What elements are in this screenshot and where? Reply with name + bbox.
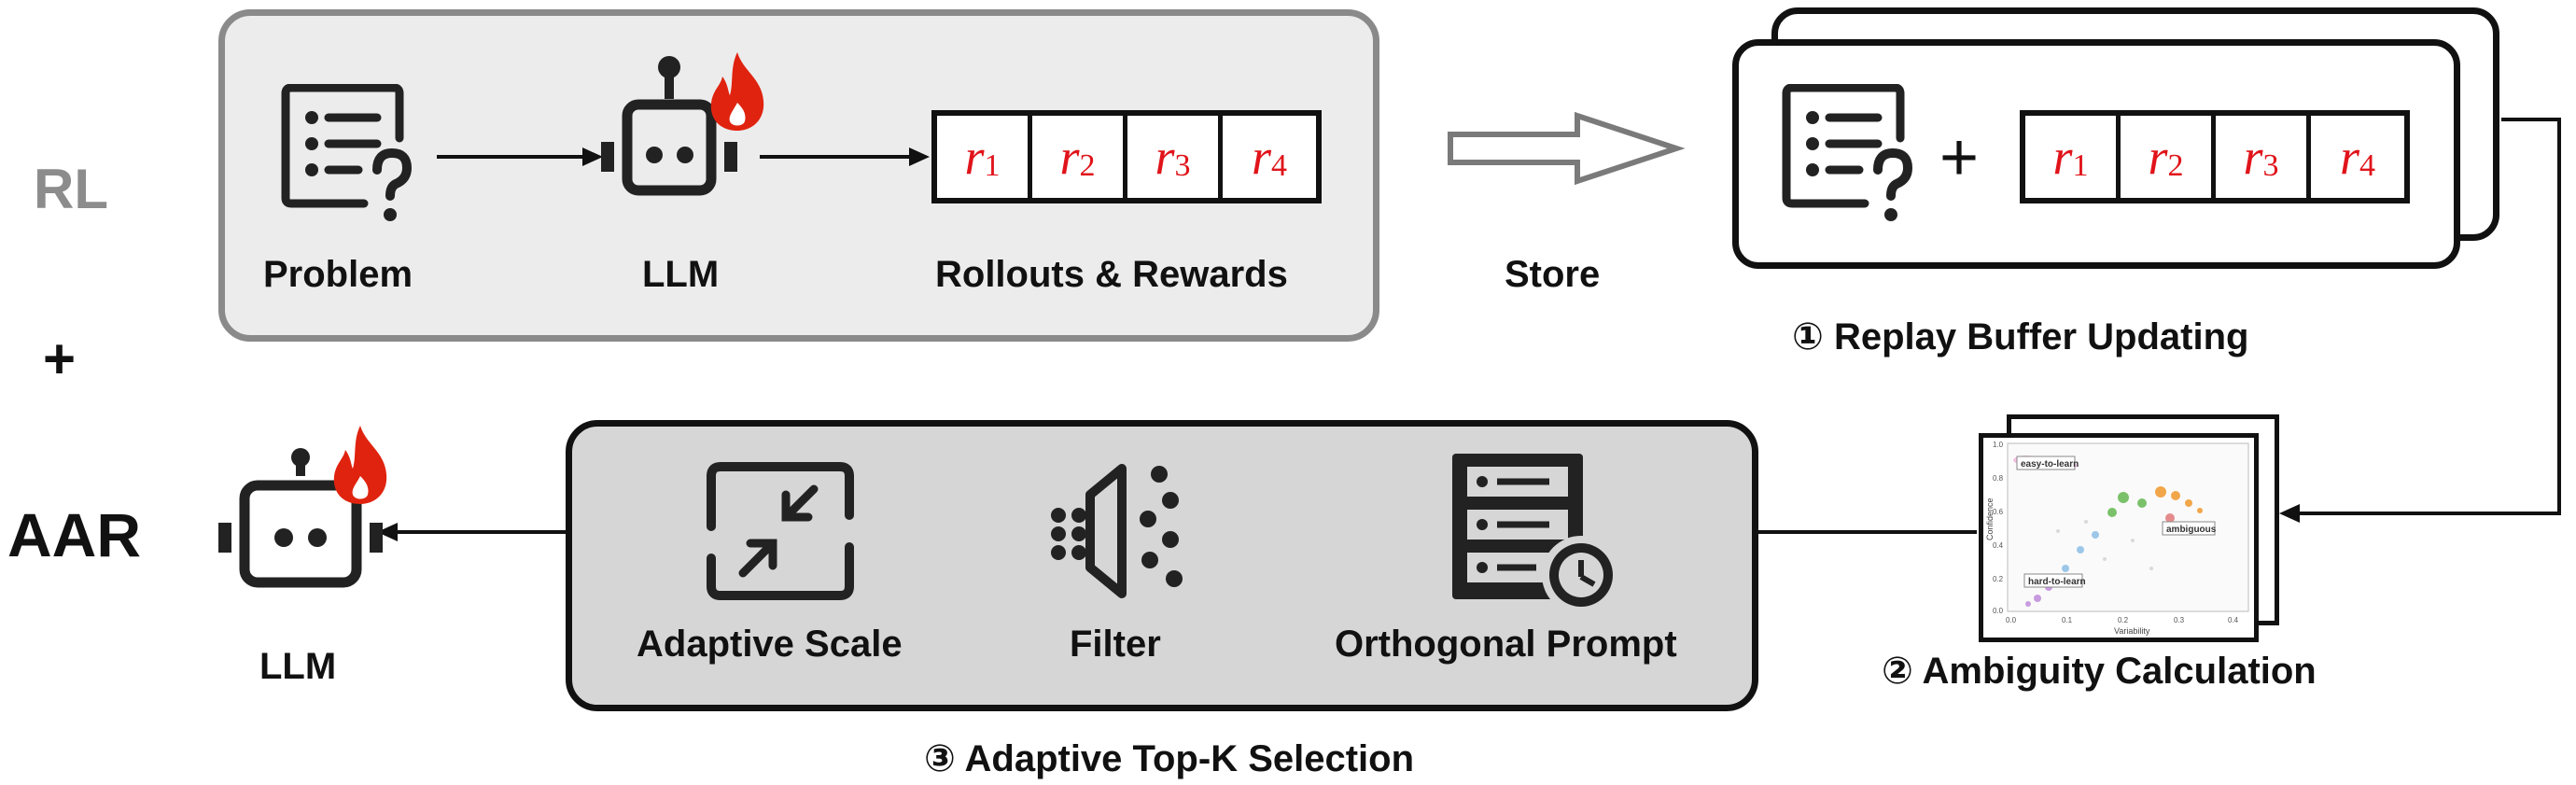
mini-plot-xtick: 0.2 xyxy=(2118,616,2129,624)
rl-label: RL xyxy=(34,158,108,220)
flame-icon xyxy=(710,52,764,131)
llm-robot-icon xyxy=(601,56,737,196)
problem-icon xyxy=(281,84,413,221)
adaptive-scale-icon xyxy=(707,462,854,600)
region-label-ambiguous: ambiguous xyxy=(2166,525,2217,535)
mini-plot-xlabel: Variability xyxy=(2114,626,2150,636)
ambiguity-step-label: ② Ambiguity Calculation xyxy=(1882,651,2317,692)
region-label-hard: hard-to-learn xyxy=(2028,577,2086,587)
orthogonal-prompt-icon xyxy=(1452,454,1620,614)
store-label: Store xyxy=(1505,254,1601,295)
mini-plot-ytick: 0.8 xyxy=(1993,474,2004,483)
output-llm-robot-icon xyxy=(218,448,383,588)
rollouts-label: Rollouts & Rewards xyxy=(935,254,1288,295)
mini-plot-ytick: 0.0 xyxy=(1993,607,2004,615)
adaptive-scale-label: Adaptive Scale xyxy=(637,624,903,665)
problem-label: Problem xyxy=(263,254,413,295)
ambiguity-mini-plot: easy-to-learn ambiguous hard-to-learn Co… xyxy=(1985,441,2249,636)
aar-label: AAR xyxy=(7,500,141,569)
mini-plot-ytick: 0.4 xyxy=(1993,541,2004,550)
region-label-easy: easy-to-learn xyxy=(2021,459,2079,470)
mini-plot-ytick: 0.2 xyxy=(1993,575,2004,583)
buffer-plus-sign: + xyxy=(1939,120,1980,195)
output-llm-label: LLM xyxy=(259,646,337,687)
orthogonal-prompt-label: Orthogonal Prompt xyxy=(1335,624,1677,665)
store-arrow xyxy=(1448,111,1686,186)
replay-buffer-step-label: ① Replay Buffer Updating xyxy=(1792,316,2249,357)
mini-plot-xtick: 0.0 xyxy=(2006,616,2017,624)
mini-plot-ylabel: Confidence xyxy=(1985,498,1995,540)
filter-label: Filter xyxy=(1070,624,1161,665)
filter-icon xyxy=(1051,464,1183,598)
buffer-problem-icon xyxy=(1782,84,1913,221)
mini-plot-ytick: 0.6 xyxy=(1993,508,2004,516)
llm-label: LLM xyxy=(642,254,720,295)
mini-plot-xtick: 0.4 xyxy=(2228,616,2239,624)
plus-label: + xyxy=(43,328,77,390)
selection-step-label: ③ Adaptive Top-K Selection xyxy=(924,738,1415,779)
output-flame-icon xyxy=(333,426,387,504)
mini-plot-xtick: 0.1 xyxy=(2062,616,2073,624)
mini-plot-ytick: 1.0 xyxy=(1993,441,2004,449)
mini-plot-xtick: 0.3 xyxy=(2174,616,2185,624)
